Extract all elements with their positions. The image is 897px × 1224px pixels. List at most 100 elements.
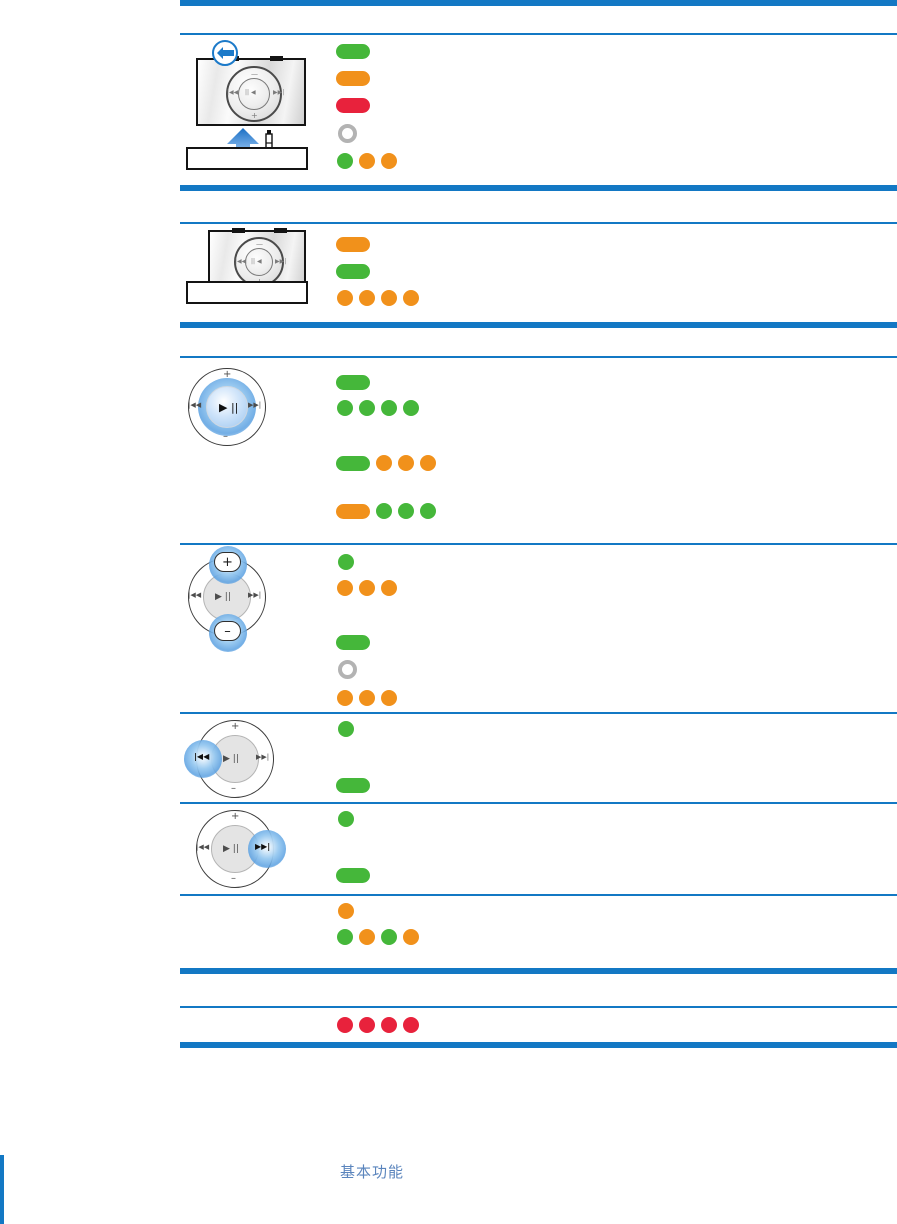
redaction-pill-green: [336, 778, 370, 793]
redaction-dot-orange: [359, 690, 375, 706]
shuffle-docked-play-pause-icon: || ◀: [251, 258, 262, 265]
rule-9-thin: [180, 894, 897, 896]
redaction-pill-green: [336, 264, 370, 279]
redaction-dot-red: [381, 1017, 397, 1033]
redaction-dot-orange: [376, 455, 392, 471]
control-wheel-play-pause-figure: ▶ || + – |◀◀ ▶▶|: [188, 368, 270, 450]
volume-up-label: +: [223, 369, 232, 380]
mark-dots-1: [337, 153, 397, 169]
next-icon: ▶▶|: [248, 591, 262, 599]
redaction-dot-orange: [381, 153, 397, 169]
redaction-pill-green: [336, 868, 370, 883]
shuffle-previous-icon: |◀◀: [227, 89, 239, 96]
redaction-pill-orange: [336, 237, 370, 252]
footer-accent-bar: [0, 1155, 4, 1224]
redaction-dot-green: [338, 554, 354, 570]
mark-dots-3: [337, 400, 419, 416]
volume-up-label: +: [231, 811, 240, 822]
play-pause-icon: ▶ ||: [223, 754, 239, 764]
previous-icon: |◀◀: [188, 591, 202, 599]
redaction-pill-orange: [336, 503, 370, 519]
previous-icon: |◀◀: [196, 843, 210, 851]
shuffle-docked-wheel-inner: [245, 248, 273, 276]
redaction-dot-orange: [420, 455, 436, 471]
mark-green-pill-2: [336, 264, 370, 279]
mark-dots-7: [337, 690, 397, 706]
redaction-pill-green: [336, 635, 370, 650]
redaction-dot-green: [381, 400, 397, 416]
redaction-dot-orange: [403, 290, 419, 306]
rule-12-thick: [180, 1042, 897, 1048]
volume-down-label: –: [224, 623, 231, 639]
rule-1-thin: [180, 33, 897, 35]
mark-green-pill-7: [336, 635, 370, 650]
rule-7-thin: [180, 712, 897, 714]
volume-down-label: –: [223, 431, 228, 442]
redaction-dot-green: [398, 503, 414, 519]
play-pause-icon: ▶ ||: [215, 592, 231, 602]
rule-6-thin: [180, 543, 897, 545]
redaction-dot-orange: [337, 290, 353, 306]
volume-up-label: +: [222, 554, 233, 570]
mark-dots-red-11: [337, 1017, 419, 1033]
redaction-pill-green: [336, 455, 370, 471]
left-arrow-icon: [216, 47, 234, 59]
volume-up-button[interactable]: +: [214, 552, 241, 572]
mark-green-pill-1: [336, 44, 370, 59]
redaction-dot-green: [381, 929, 397, 945]
mark-green-dot-8: [338, 721, 354, 737]
control-wheel-volume-figure: + – ▶ || |◀◀ ▶▶|: [188, 546, 270, 652]
play-pause-icon: ▶ ||: [219, 401, 239, 414]
rule-3-thin: [180, 222, 897, 224]
redaction-dot-green: [420, 503, 436, 519]
mark-green-dot-6: [338, 554, 354, 570]
mark-dots-2: [337, 290, 419, 306]
control-wheel-previous-figure: + – |◀◀ ▶▶| ▶ ||: [184, 720, 278, 802]
rule-8-thin: [180, 802, 897, 804]
highlight-glow-next: [248, 830, 286, 868]
mark-gray-ring-1: [338, 124, 357, 143]
mark-green-pill-9: [336, 868, 370, 883]
redaction-pill-orange: [336, 71, 370, 86]
redaction-dot-orange: [359, 290, 375, 306]
shuffle-minus-icon: —: [251, 70, 258, 78]
mark-mixed-5: [336, 503, 436, 519]
previous-icon[interactable]: |◀◀: [194, 752, 210, 761]
rule-4-thick: [180, 322, 897, 328]
redaction-dot-green: [337, 400, 353, 416]
ipod-shuffle-dock-figure: — + |◀◀ ▶▶| || ◀: [186, 228, 316, 308]
redaction-pill-green: [336, 44, 370, 59]
redaction-dot-orange: [359, 153, 375, 169]
redaction-dot-orange: [338, 903, 354, 919]
shuffle-click-wheel-inner: [238, 78, 270, 110]
shuffle-docked-tab-right: [274, 228, 287, 233]
control-wheel-next-figure: + – |◀◀ ▶▶| ▶ ||: [196, 810, 286, 892]
volume-down-label: –: [231, 873, 236, 884]
ipod-shuffle-connect-earphones-figure: — + |◀◀ ▶▶| || ◀: [186, 40, 316, 172]
mark-orange-pill-1: [336, 71, 370, 86]
volume-down-button[interactable]: –: [214, 621, 241, 641]
next-icon[interactable]: ▶▶|: [255, 842, 271, 851]
ipod-shuffle-body: — + |◀◀ ▶▶| || ◀: [196, 56, 306, 126]
redaction-dot-red: [403, 1017, 419, 1033]
ipod-shuffle-dock-base: [186, 281, 308, 304]
rule-5-thin: [180, 356, 897, 358]
mark-gray-ring-7: [338, 660, 357, 679]
mark-orange-pill-2: [336, 237, 370, 252]
callout-left-arrow-badge: [212, 40, 238, 66]
mark-mixed-4: [336, 455, 436, 471]
mark-red-pill-1: [336, 98, 370, 113]
shuffle-plus-icon: +: [251, 111, 258, 120]
mark-green-dot-9: [338, 811, 354, 827]
control-center-button[interactable]: [206, 386, 248, 428]
mark-dots-6: [337, 580, 397, 596]
redaction-dot-orange: [359, 580, 375, 596]
footer-section-label: 基本功能: [340, 1163, 405, 1181]
redaction-dot-orange: [381, 290, 397, 306]
previous-icon: |◀◀: [188, 401, 202, 409]
mark-orange-dot-10: [338, 903, 354, 919]
next-icon: ▶▶|: [248, 401, 262, 409]
mark-dots-10: [337, 929, 419, 945]
volume-down-label: –: [231, 783, 236, 794]
redaction-dot-orange: [381, 580, 397, 596]
